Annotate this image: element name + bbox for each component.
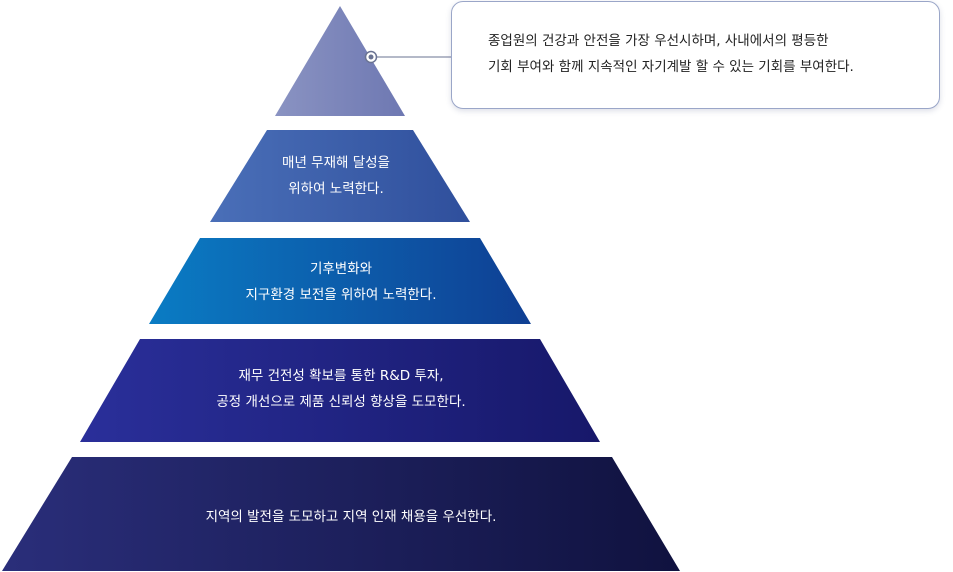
tier-4-text: 재무 건전성 확보를 통한 R&D 투자, 공정 개선으로 제품 신뢰성 향상을… [216, 363, 465, 415]
callout-box: 종업원의 건강과 안전을 가장 우선시하며, 사내에서의 평등한 기회 부여와 … [451, 1, 940, 109]
callout-line-1: 종업원의 건강과 안전을 가장 우선시하며, 사내에서의 평등한 [488, 33, 829, 49]
pyramid-tier-1 [275, 6, 405, 116]
callout-line-2: 기회 부여와 함께 지속적인 자기계발 할 수 있는 기회를 부여한다. [488, 59, 854, 75]
tier-2-line-1: 매년 무재해 달성을 [282, 155, 390, 171]
pyramid-tier-4 [80, 339, 600, 442]
pyramid-tier-2 [210, 130, 470, 222]
pyramid-tier-3 [149, 238, 531, 324]
tier-2-text: 매년 무재해 달성을 위하여 노력한다. [282, 150, 390, 202]
tier-3-text: 기후변화와 지구환경 보전을 위하여 노력한다. [245, 256, 436, 308]
tier-3-line-1: 기후변화와 [309, 261, 373, 277]
tier-4-line-1: 재무 건전성 확보를 통한 R&D 투자, [238, 368, 444, 384]
tier-2-line-2: 위하여 노력한다. [288, 181, 384, 197]
pyramid-tier-5 [2, 457, 680, 571]
callout-connector-dot-core [368, 54, 374, 60]
tier-5-line-1: 지역의 발전을 도모하고 지역 인재 채용을 우선한다. [205, 509, 497, 525]
tier-4-line-2: 공정 개선으로 제품 신뢰성 향상을 도모한다. [216, 394, 466, 410]
tier-5-text: 지역의 발전을 도모하고 지역 인재 채용을 우선한다. [206, 504, 497, 530]
tier-3-line-2: 지구환경 보전을 위하여 노력한다. [245, 287, 437, 303]
